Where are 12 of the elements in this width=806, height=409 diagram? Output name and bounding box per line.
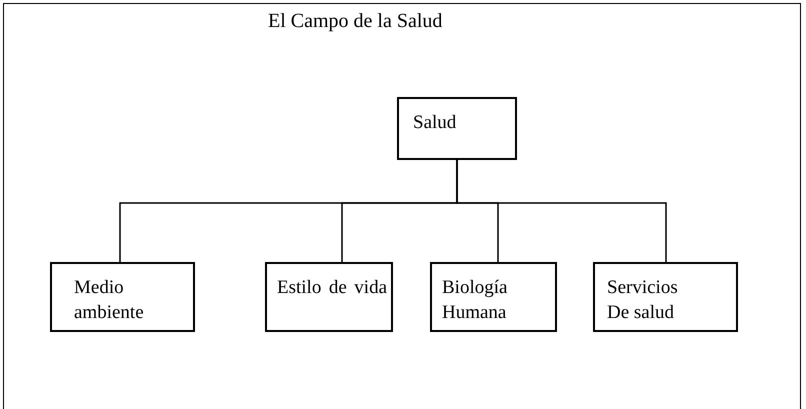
box-label: Salud (413, 111, 458, 135)
category-box (50, 262, 195, 332)
category-box (265, 262, 393, 332)
box-label: Estilo de vida (277, 276, 387, 300)
category-box (397, 97, 517, 160)
box-label: Servicios De salud (607, 276, 679, 325)
box-label: Medio ambiente (74, 276, 145, 325)
category-box (593, 262, 738, 332)
connector-line (456, 160, 667, 262)
category-box (430, 262, 557, 332)
diagram-title: El Campo de la Salud (268, 10, 442, 33)
box-label: Biología Humana (442, 276, 508, 325)
